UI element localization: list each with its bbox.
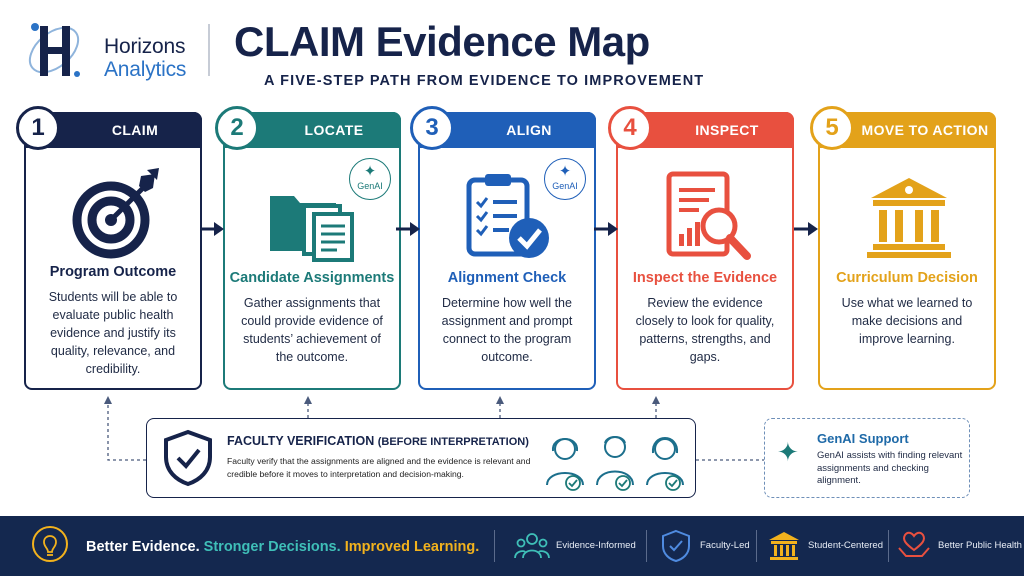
page-subtitle: A FIVE-STEP PATH FROM EVIDENCE TO IMPROV… [264, 73, 705, 89]
step-card-inspect: INSPECT 4 Inspect the Evidence Review th… [608, 106, 794, 390]
verification-title-note: (BEFORE INTERPRETATION) [377, 436, 529, 448]
header-divider [208, 24, 210, 76]
institution-icon [867, 178, 951, 258]
step-card-claim: CLAIM 1 Program Outcome Students will be… [16, 106, 202, 390]
step-description: Review the evidence closely to look for … [635, 296, 775, 364]
genai-support-title: GenAI Support [817, 431, 909, 446]
step-label: MOVE TO ACTION [861, 122, 989, 138]
step-title: Inspect the Evidence [632, 270, 778, 286]
tagline-part-2: Stronger Decisions. [203, 539, 341, 555]
folder-documents-icon [270, 196, 354, 262]
step-label: INSPECT [695, 122, 759, 138]
step-number: 5 [810, 106, 854, 150]
step-card-move-to-action: MOVE TO ACTION 5 Curriculum Decision Use… [810, 106, 996, 390]
footer-divider [494, 530, 495, 562]
step-number: 4 [608, 106, 652, 150]
genai-badge-label: GenAI [357, 181, 383, 191]
logo: Horizons Analytics [18, 14, 208, 90]
footer-tagline: Better Evidence. Stronger Decisions. Imp… [86, 539, 479, 555]
footer-divider [888, 530, 889, 562]
tagline-part-3: Improved Learning. [344, 539, 480, 555]
institution-icon [769, 532, 799, 560]
step-title: Alignment Check [447, 270, 567, 286]
genai-support-panel: ✦ GenAI Support GenAI assists with findi… [764, 418, 970, 498]
step-label: LOCATE [304, 122, 364, 138]
page-title: CLAIM Evidence Map [234, 18, 650, 65]
step-label: CLAIM [111, 122, 159, 138]
lightbulb-icon [32, 526, 68, 562]
step-number: 3 [410, 106, 454, 150]
footer-item-label: Student-Centered [808, 540, 883, 551]
footer-item-label: Faculty-Led [700, 540, 750, 551]
verification-title-main: FACULTY VERIFICATION [227, 434, 375, 448]
tagline-part-1: Better Evidence. [86, 539, 200, 555]
genai-badge: ✦ GenAI [544, 158, 586, 200]
step-card-locate: LOCATE 2 ✦ GenAI Candidate Assignments G… [215, 106, 401, 390]
step-label: ALIGN [506, 122, 552, 138]
people-group-icon [514, 533, 550, 559]
footer-item-label: Better Public Health [938, 540, 1022, 551]
sparkle-icon: ✦ [777, 437, 799, 467]
step-title: Candidate Assignments [229, 270, 395, 286]
step-description: Gather assignments that could provide ev… [241, 296, 383, 364]
step-number: 2 [215, 106, 259, 150]
faculty-people-icon [546, 436, 684, 491]
footer-item-label: Evidence-Informed [556, 540, 636, 551]
faculty-verification-panel: FACULTY VERIFICATION (BEFORE INTERPRETAT… [146, 418, 696, 498]
genai-badge: ✦ GenAI [349, 158, 391, 200]
flow-arrow [396, 222, 420, 236]
verification-title: FACULTY VERIFICATION (BEFORE INTERPRETAT… [227, 434, 529, 448]
footer-bar: Better Evidence. Stronger Decisions. Imp… [0, 516, 1024, 576]
genai-support-text: GenAI assists with finding relevant assi… [817, 450, 963, 486]
shield-check-icon [662, 529, 690, 563]
sparkle-icon: ✦ [558, 163, 572, 180]
step-title: Curriculum Decision [836, 270, 978, 286]
report-magnifier-icon [666, 171, 751, 260]
flow-arrow [200, 222, 224, 236]
verification-text: Faculty verify that the assignments are … [227, 456, 531, 479]
heart-hands-icon [898, 531, 930, 557]
sparkle-icon: ✦ [363, 163, 377, 180]
flow-arrow [794, 222, 818, 236]
genai-badge-label: GenAI [552, 181, 578, 191]
step-description: Determine how well the assignment and pr… [441, 296, 573, 364]
footer-divider [646, 530, 647, 562]
footer-divider [756, 530, 757, 562]
step-card-align: ALIGN 3 ✦ GenAI Alignment Check Determin… [410, 106, 596, 390]
step-number: 1 [16, 106, 60, 150]
shield-check-icon [164, 429, 212, 487]
horizons-logo-icon [28, 23, 80, 77]
flow-arrow [594, 222, 618, 236]
step-description: Use what we learned to make decisions an… [841, 296, 973, 346]
step-title: Program Outcome [49, 264, 177, 280]
brand-name: Horizons [104, 35, 186, 58]
checklist-icon [466, 174, 549, 258]
brand-subname: Analytics [104, 58, 187, 81]
step-description: Students will be able to evaluate public… [48, 290, 178, 376]
target-icon [72, 168, 159, 259]
